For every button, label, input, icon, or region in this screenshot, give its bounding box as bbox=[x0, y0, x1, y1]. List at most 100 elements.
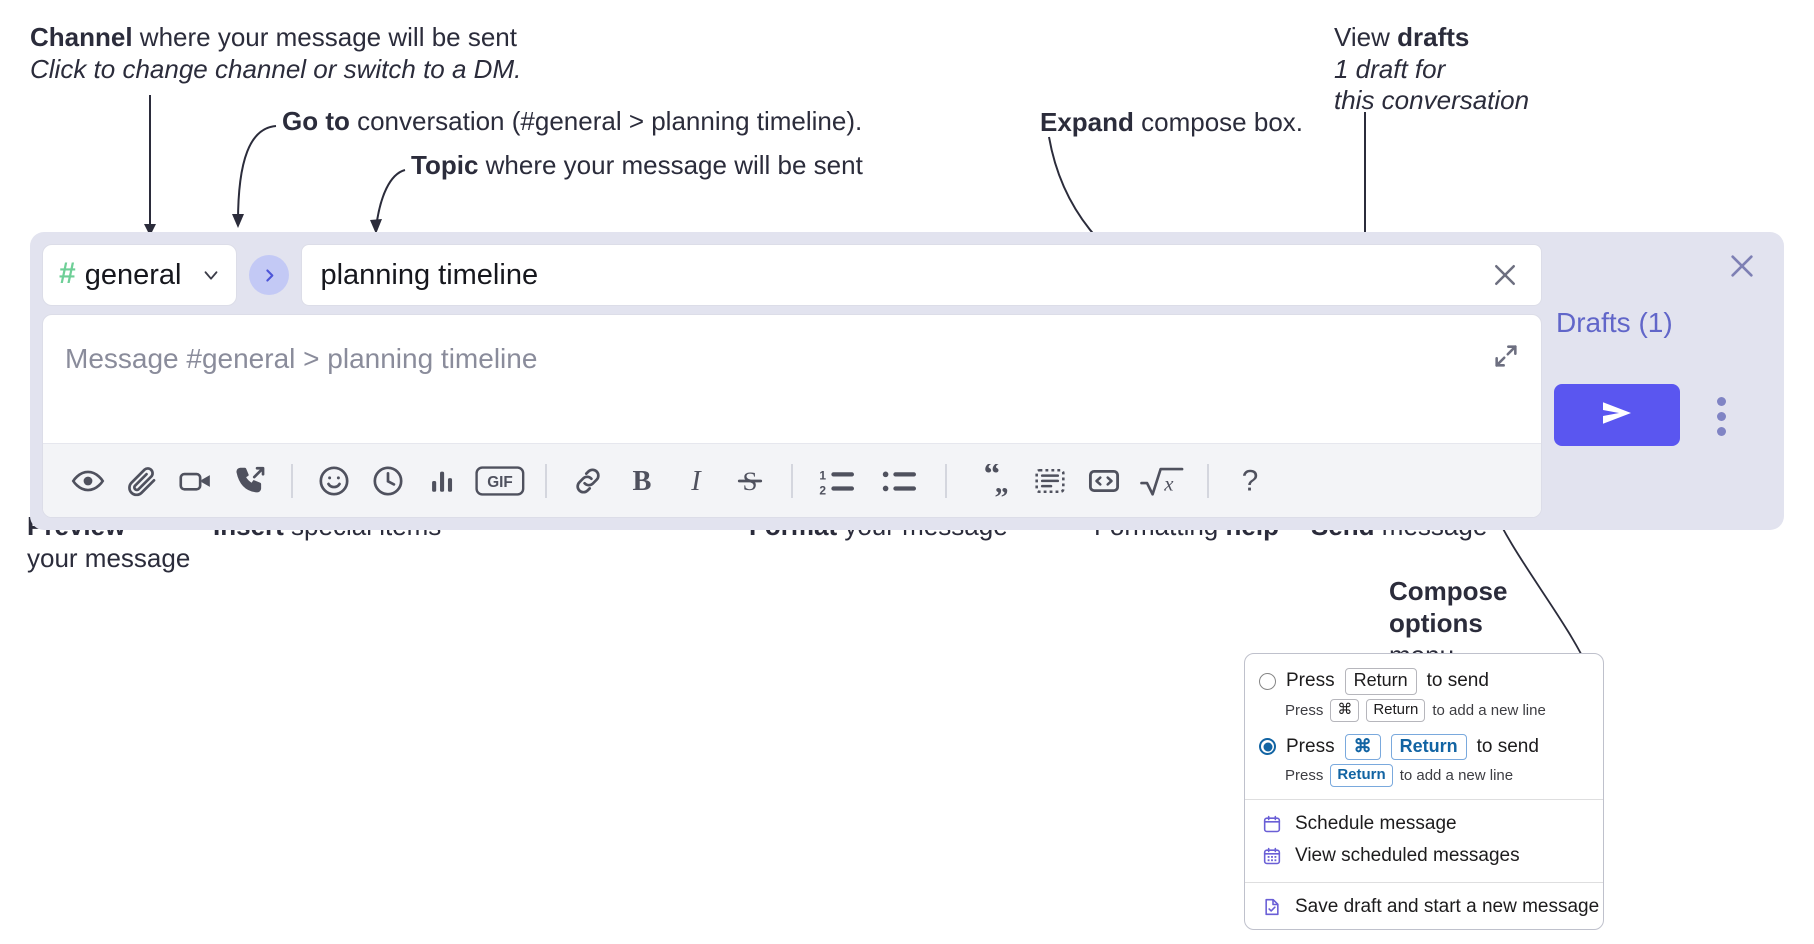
formatting-help-icon[interactable]: ? bbox=[1223, 454, 1277, 508]
menu-item-schedule-message[interactable]: Schedule message bbox=[1245, 808, 1603, 840]
annotation-drafts: View drafts 1 draft for this conversatio… bbox=[1334, 22, 1529, 117]
key-return: Return bbox=[1390, 733, 1467, 761]
annotation-drafts-italic-2: this conversation bbox=[1334, 85, 1530, 116]
blockquote-icon[interactable]: “„ bbox=[961, 454, 1023, 508]
bulleted-list-icon[interactable] bbox=[869, 454, 931, 508]
annotation-topic: Topic where your message will be sent bbox=[411, 150, 863, 182]
menu-option-return-to-send[interactable]: Press Return to send Press ⌘ Return to a… bbox=[1245, 664, 1603, 724]
reminder-icon[interactable] bbox=[361, 454, 415, 508]
annotation-compose-options-bold-2: options bbox=[1389, 608, 1483, 639]
link-icon[interactable] bbox=[561, 454, 615, 508]
menu-option-1-post: to send bbox=[1476, 735, 1539, 757]
key-command: ⌘ bbox=[1330, 698, 1360, 722]
annotation-drafts-prefix: View bbox=[1334, 22, 1398, 52]
annotation-channel-italic: Click to change channel or switch to a D… bbox=[30, 53, 522, 84]
menu-divider bbox=[1245, 882, 1603, 884]
toolbar-divider bbox=[1207, 463, 1209, 498]
svg-text:?: ? bbox=[1242, 464, 1259, 497]
annotation-drafts-italic-1: 1 draft for bbox=[1334, 53, 1446, 84]
strikethrough-icon[interactable]: S bbox=[723, 454, 777, 508]
annotation-goto-bold: Go to bbox=[282, 106, 350, 136]
menu-item-view-scheduled-messages[interactable]: View scheduled messages bbox=[1245, 840, 1603, 872]
attachment-icon[interactable] bbox=[115, 454, 169, 508]
svg-text:I: I bbox=[690, 466, 702, 497]
annotation-channel: Channel where your message will be sent … bbox=[30, 22, 521, 85]
annotation-drafts-bold: drafts bbox=[1397, 22, 1470, 52]
key-return: Return bbox=[1344, 668, 1417, 695]
menu-item-label: View scheduled messages bbox=[1295, 845, 1520, 867]
message-editor[interactable]: Message #general > planning timeline bbox=[42, 314, 1542, 518]
radio-cmd-return-to-send[interactable] bbox=[1259, 738, 1276, 756]
menu-option-1-pre: Press bbox=[1286, 735, 1335, 757]
send-button[interactable] bbox=[1554, 384, 1680, 446]
svg-text:GIF: GIF bbox=[487, 474, 513, 491]
menu-option-0-sub-post: to add a new line bbox=[1432, 701, 1546, 719]
compose-options-button[interactable] bbox=[1704, 394, 1738, 438]
gif-icon[interactable]: GIF bbox=[469, 454, 531, 508]
annotation-topic-rest: where your message will be sent bbox=[478, 150, 863, 180]
save-draft-icon bbox=[1261, 896, 1283, 918]
close-icon[interactable] bbox=[1722, 246, 1762, 286]
kebab-dot bbox=[1716, 396, 1726, 406]
compose-main-column: # general planning timeline Message #gen… bbox=[42, 244, 1542, 518]
channel-selector[interactable]: # general bbox=[42, 244, 238, 306]
kebab-dot bbox=[1716, 411, 1726, 421]
topic-value: planning timeline bbox=[320, 258, 539, 291]
menu-item-label: Schedule message bbox=[1295, 813, 1457, 835]
annotation-expand-rest: compose box. bbox=[1133, 107, 1304, 137]
menu-item-label: Save draft and start a new message bbox=[1295, 896, 1600, 918]
key-command: ⌘ bbox=[1344, 733, 1381, 761]
svg-text:1: 1 bbox=[819, 468, 826, 482]
menu-option-0-post: to send bbox=[1426, 670, 1489, 692]
italic-icon[interactable]: I bbox=[669, 454, 723, 508]
svg-text:B: B bbox=[633, 466, 652, 497]
annotation-goto: Go to conversation (#general > planning … bbox=[282, 106, 862, 138]
drafts-link[interactable]: Drafts (1) bbox=[1556, 307, 1673, 338]
key-return: Return bbox=[1366, 698, 1426, 722]
close-icon[interactable] bbox=[1483, 253, 1527, 297]
message-placeholder: Message #general > planning timeline bbox=[65, 343, 538, 374]
toolbar-divider bbox=[545, 463, 547, 498]
annotation-topic-bold: Topic bbox=[411, 150, 479, 180]
menu-option-1-sub-post: to add a new line bbox=[1399, 767, 1514, 785]
code-block-icon[interactable] bbox=[1023, 454, 1077, 508]
chevron-down-icon bbox=[200, 264, 222, 286]
menu-option-0-pre: Press bbox=[1286, 670, 1335, 692]
annotation-channel-bold: Channel bbox=[30, 22, 133, 52]
annotation-expand: Expand compose box. bbox=[1040, 107, 1303, 139]
compose-header-row: # general planning timeline bbox=[42, 244, 1542, 306]
huddle-icon[interactable] bbox=[223, 454, 277, 508]
video-icon[interactable] bbox=[169, 454, 223, 508]
menu-divider bbox=[1245, 799, 1603, 801]
goto-conversation-button[interactable] bbox=[249, 255, 290, 295]
send-paper-plane-icon bbox=[1596, 396, 1638, 435]
menu-option-cmd-return-to-send[interactable]: Press ⌘ Return to send Press Return to a… bbox=[1245, 730, 1603, 790]
radio-return-to-send[interactable] bbox=[1259, 672, 1276, 690]
preview-icon[interactable] bbox=[61, 454, 115, 508]
poll-icon[interactable] bbox=[415, 454, 469, 508]
compose-options-menu: Press Return to send Press ⌘ Return to a… bbox=[1244, 653, 1604, 931]
svg-text:“: “ bbox=[984, 464, 1001, 493]
emoji-icon[interactable] bbox=[307, 454, 361, 508]
bold-icon[interactable]: B bbox=[615, 454, 669, 508]
code-icon[interactable] bbox=[1077, 454, 1131, 508]
annotation-channel-rest: where your message will be sent bbox=[132, 22, 517, 52]
topic-input[interactable]: planning timeline bbox=[301, 244, 1542, 306]
menu-option-1-sub-pre: Press bbox=[1285, 767, 1324, 785]
channel-name-label: general bbox=[84, 258, 182, 291]
toolbar-divider bbox=[791, 463, 793, 498]
annotation-preview-rest: your message bbox=[27, 542, 191, 573]
compose-right-column: Drafts (1) bbox=[1542, 232, 1784, 530]
channel-hash-icon: # bbox=[59, 257, 76, 290]
toolbar-divider bbox=[291, 463, 293, 498]
annotation-goto-rest: conversation (#general > planning timeli… bbox=[349, 106, 863, 136]
menu-item-save-draft[interactable]: Save draft and start a new message bbox=[1245, 891, 1603, 923]
annotation-compose-options-bold-1: Compose bbox=[1389, 576, 1508, 606]
menu-option-0-sub-pre: Press bbox=[1285, 701, 1324, 719]
math-icon[interactable]: x bbox=[1131, 454, 1193, 508]
calendar-grid-icon bbox=[1261, 845, 1283, 867]
expand-icon[interactable] bbox=[1487, 337, 1525, 375]
annotation-expand-bold: Expand bbox=[1040, 107, 1134, 137]
